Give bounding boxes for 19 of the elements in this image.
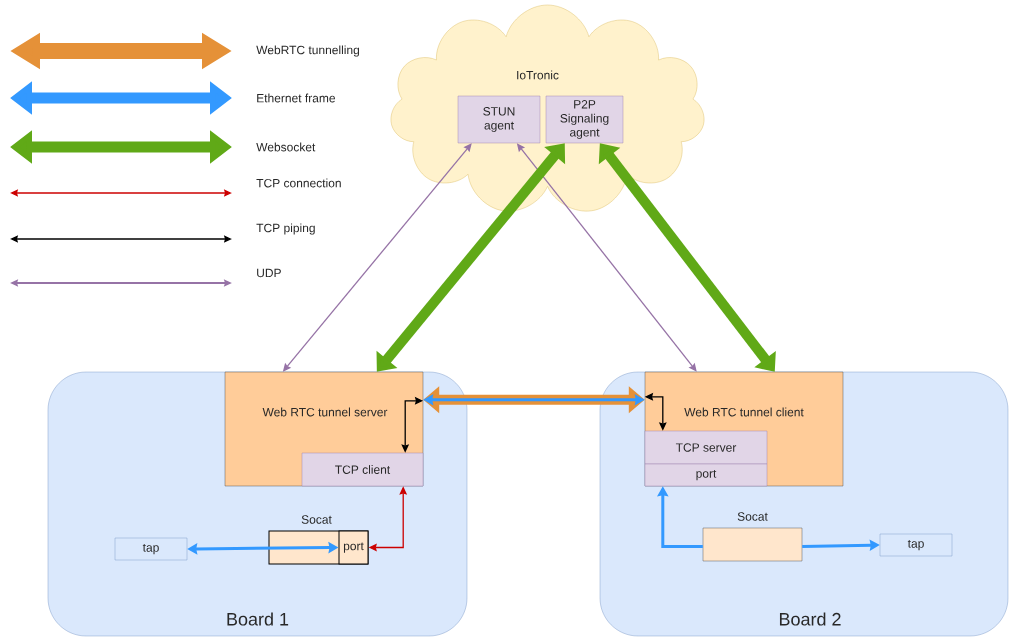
- process-box: TCP client: [301, 452, 424, 487]
- port-box: port: [338, 530, 369, 565]
- legend-label: TCP piping: [256, 223, 315, 235]
- process-box: STUN agent: [457, 95, 541, 144]
- socat-box: Socat: [702, 512, 803, 562]
- process-box: TCP server: [644, 430, 768, 465]
- process-box: port: [644, 463, 768, 487]
- tap-box: tap: [114, 537, 188, 561]
- legend-label: Ethernet frame: [257, 93, 335, 103]
- process-box: P2P Signaling agent: [545, 95, 624, 144]
- node-label: Socat: [737, 512, 768, 521]
- double-arrow: [598, 143, 776, 372]
- legend-label: UDP: [257, 268, 281, 278]
- tap-box: tap: [879, 533, 953, 557]
- legend-label: Websocket: [256, 142, 316, 152]
- legend-label: TCP connection: [256, 178, 341, 188]
- double-arrow: [376, 143, 566, 372]
- node-label: Socat: [301, 515, 332, 524]
- legend-label: WebRTC tunnelling: [256, 45, 359, 57]
